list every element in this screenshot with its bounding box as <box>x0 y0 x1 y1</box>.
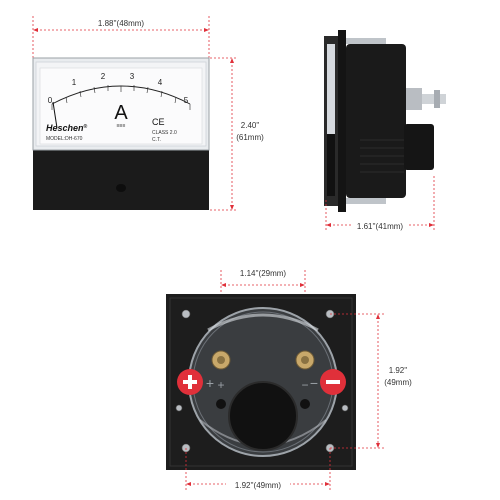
side-depth-dimension: 1.61''(41mm) <box>325 176 435 232</box>
scale-tick-4: 4 <box>158 78 163 87</box>
front-height-dimension: 2.40" (61mm) <box>210 57 266 211</box>
front-unit-sub: ≡≡≡ <box>117 123 126 129</box>
side-view: 1.61''(41mm) <box>324 30 446 232</box>
side-rear-knob <box>404 124 434 170</box>
front-view: 1.88''(48mm) 2.40" (61mm) <box>32 16 266 211</box>
front-height-label-1: 2.40" <box>241 121 260 130</box>
front-dial-face <box>39 67 203 145</box>
rear-height-dimension: 1.92'' (49mm) <box>330 313 417 449</box>
rear-terminal-spacing-label: 1.14''(29mm) <box>240 269 287 278</box>
front-needle <box>52 101 58 129</box>
rear-knob <box>228 381 298 451</box>
scale-tick-1: 1 <box>72 78 77 87</box>
front-meter-body <box>33 148 209 210</box>
front-class: CLASS 2.0 <box>152 130 177 136</box>
rear-width-dimension: 1.92''(49mm) <box>185 448 331 492</box>
rear-terminal-positive <box>211 350 231 370</box>
rear-terminal-plus-mark: + <box>217 378 224 392</box>
minus-circle-icon: − <box>310 369 346 395</box>
rear-plus-symbol: + <box>206 375 214 391</box>
rear-height-label-1: 1.92'' <box>389 366 408 375</box>
front-body-hole <box>116 184 126 192</box>
front-unit: A <box>114 102 128 124</box>
rear-minus-symbol: − <box>310 375 318 391</box>
front-brand: Heschen® <box>46 123 88 133</box>
side-housing <box>346 44 406 198</box>
scale-tick-3: 3 <box>130 72 135 81</box>
front-height-label-2: (61mm) <box>236 133 264 142</box>
front-scale-tick-marks <box>51 85 191 110</box>
front-scale-ticks: 0 1 2 3 4 5 <box>48 72 189 105</box>
front-brand-name: Heschen <box>46 123 84 133</box>
front-model: MODEL:DH-670 <box>46 136 83 142</box>
scale-tick-0: 0 <box>48 96 53 105</box>
rear-terminal-minus-mark: − <box>301 378 308 392</box>
front-width-dimension: 1.88''(48mm) <box>32 16 210 60</box>
rear-view: 1.14''(29mm) + − <box>166 268 417 492</box>
rear-height-label-2: (49mm) <box>384 378 412 387</box>
side-depth-label: 1.61''(41mm) <box>357 222 404 231</box>
front-ct: C.T. <box>152 137 161 143</box>
scale-tick-2: 2 <box>101 72 106 81</box>
rear-terminal-negative <box>295 350 315 370</box>
side-terminal-stud <box>406 88 422 110</box>
plus-circle-icon: + <box>177 369 214 395</box>
front-width-label: 1.88''(48mm) <box>98 19 145 28</box>
front-brand-mark: ® <box>84 123 88 130</box>
front-ce-mark: CE <box>152 117 165 127</box>
rear-width-label: 1.92''(49mm) <box>235 481 282 490</box>
scale-tick-5: 5 <box>184 96 189 105</box>
